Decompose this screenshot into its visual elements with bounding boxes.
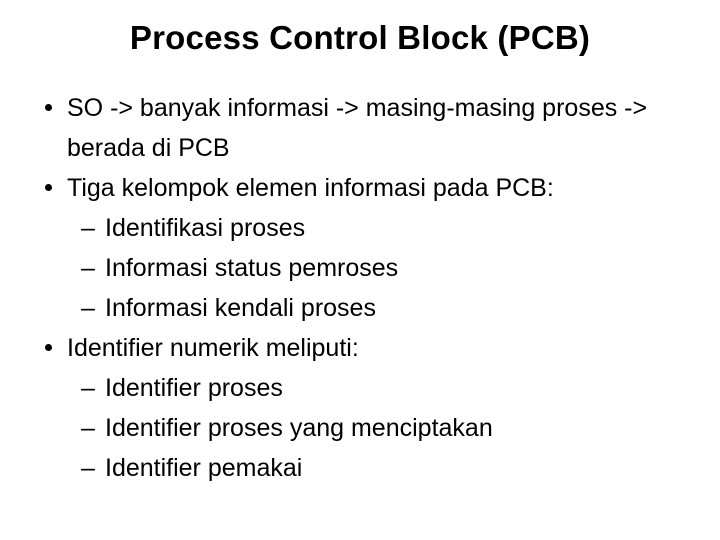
dash-icon: –: [81, 374, 95, 402]
sub-list-item: – Identifier proses yang menciptakan: [40, 408, 680, 448]
dash-icon: –: [81, 214, 95, 242]
bullet-icon: [45, 328, 61, 368]
dash-icon: –: [81, 414, 95, 442]
list-item: SO -> banyak informasi -> masing-masing …: [40, 88, 680, 168]
sub-list-item: – Identifikasi proses: [40, 208, 680, 248]
sub-list-item-label: Identifier pemakai: [105, 454, 303, 482]
sub-list-item: – Identifier proses: [40, 368, 680, 408]
sub-list-item: – Informasi kendali proses: [40, 288, 680, 328]
bullet-icon: [45, 168, 61, 208]
sub-list-item-label: Informasi kendali proses: [105, 294, 376, 322]
sub-list-item: – Identifier pemakai: [40, 448, 680, 488]
sub-list-item-label: Informasi status pemroses: [105, 254, 399, 282]
list-item-label: Identifier numerik meliputi:: [67, 334, 359, 362]
list-item-label: SO -> banyak informasi -> masing-masing …: [67, 94, 648, 162]
sub-list-item-label: Identifier proses yang menciptakan: [105, 414, 493, 442]
dash-icon: –: [81, 454, 95, 482]
sub-list-item-label: Identifier proses: [105, 374, 283, 402]
dash-icon: –: [81, 294, 95, 322]
sub-list-item: – Informasi status pemroses: [40, 248, 680, 288]
list-item-label: Tiga kelompok elemen informasi pada PCB:: [67, 174, 554, 202]
bullet-icon: [45, 88, 61, 128]
sub-list-item-label: Identifikasi proses: [105, 214, 306, 242]
page-title: Process Control Block (PCB): [129, 19, 591, 56]
list-item: Identifier numerik meliputi:: [40, 328, 680, 368]
outline-body: SO -> banyak informasi -> masing-masing …: [40, 88, 680, 488]
dash-icon: –: [81, 254, 95, 282]
list-item: Tiga kelompok elemen informasi pada PCB:: [40, 168, 680, 208]
